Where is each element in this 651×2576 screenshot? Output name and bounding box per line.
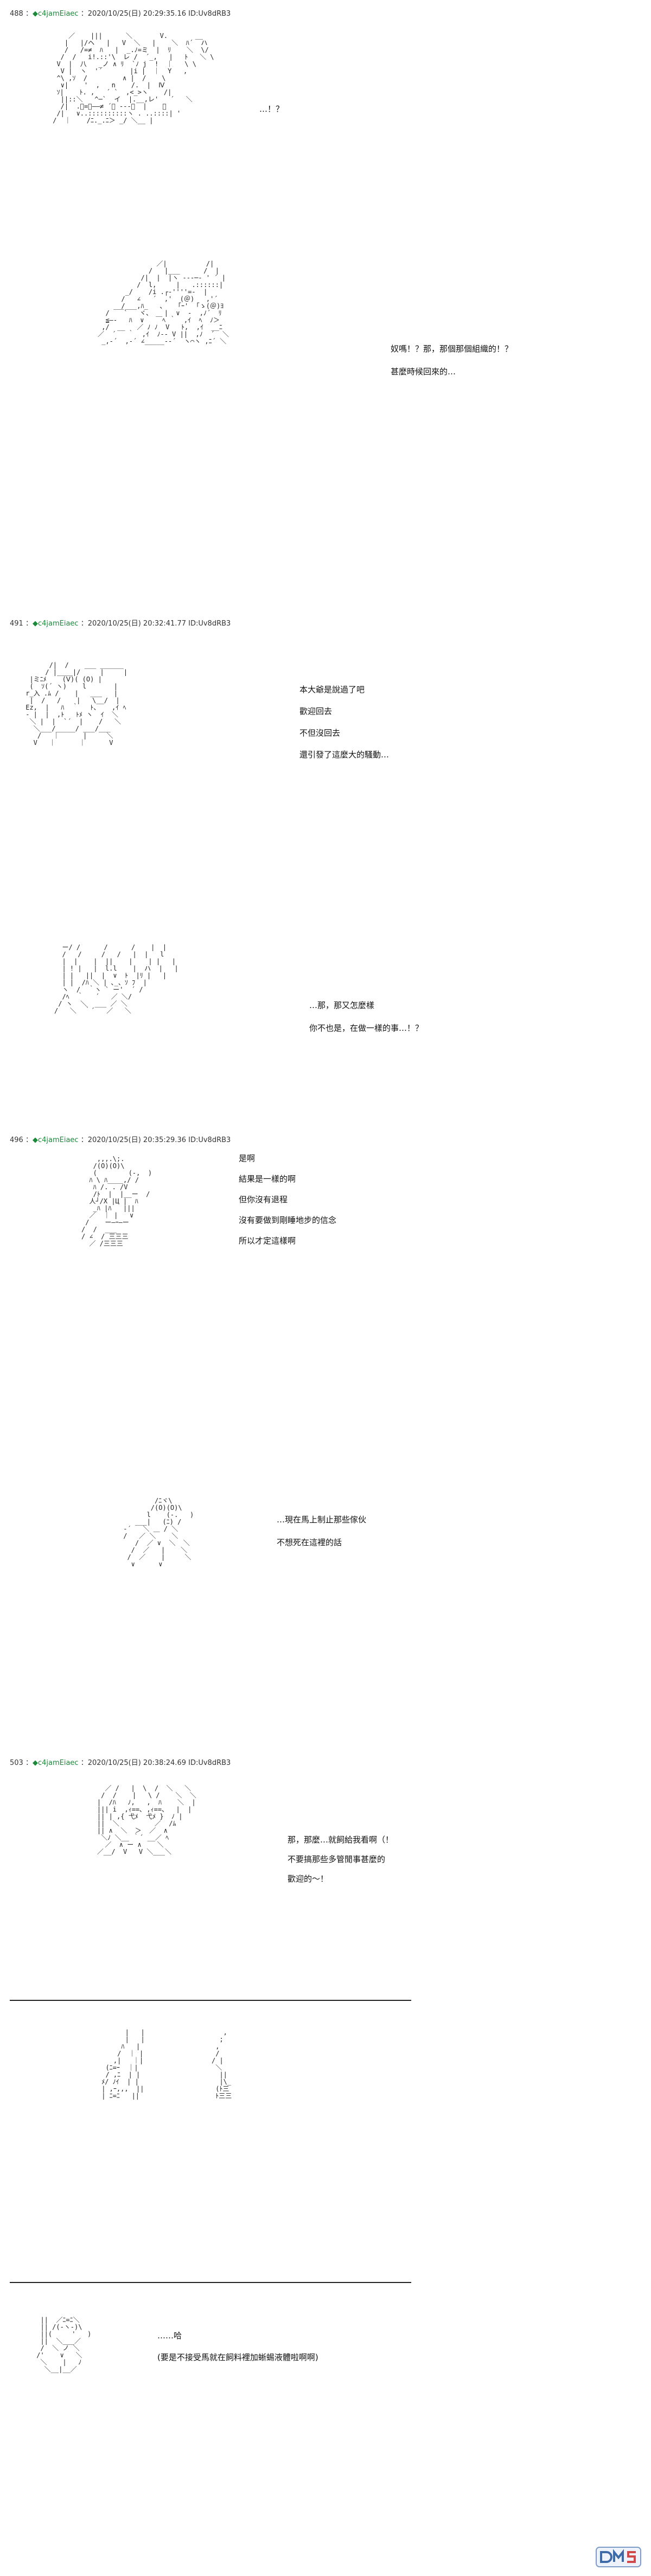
trip-marker: ◆ [32,620,38,628]
post-datetime: 2020/10/25(日) 20:35:29.36 [87,1136,186,1144]
ascii-art-character: || ／ﾆ=ﾆ＼ || /(-ヽ-)\ ||( ' ) || ＼___／ / ＼… [36,2316,92,2373]
dialogue-text: …現在馬上制止那些傢伙 [277,1515,367,1525]
trip-marker: ◆ [32,1759,38,1767]
post-number: 496 [10,1136,23,1144]
dialogue-text: 沒有要做到剛睡地步的信念 [239,1215,337,1225]
site-logo-icon [596,2547,641,2567]
section-divider [10,2282,411,2283]
post-header: 488 ：◆c4jamEiaec ：2020/10/25(日) 20:29:35… [10,10,231,18]
ascii-art-character: ,,,.\;. /(O)(O)\ ( (-, ) ﾊ \ ﾊ____,/ / ﾊ… [81,1155,152,1247]
poster-name-link[interactable]: ◆c4jamEiaec [33,1136,79,1144]
dialogue-text: …！？ [259,104,284,114]
ascii-art-character: ／ ||| ＼ V. __ | |/ヘ | V ＼ | ＼ ﾊ´ ハ / /=≠… [53,32,214,124]
poster-name-link[interactable]: ◆c4jamEiaec [33,1759,79,1767]
dialogue-text: (要是不接受馬就在飼料裡加蜥蜴液體啦啊啊) [157,2352,318,2362]
post-number: 503 [10,1759,23,1767]
post-header: 491 ：◆c4jamEiaec ：2020/10/25(日) 20:32:41… [10,620,231,628]
ascii-art-character: /| / ___ ______ / |____|/ | | |ミﾆﾒ (Ⅴ)( … [25,661,128,747]
post-header: 503 ：◆c4jamEiaec ：2020/10/25(日) 20:38:24… [10,1759,231,1767]
poster-name: c4jamEiaec [37,1759,79,1767]
dialogue-text: 那，那麼…就飼給我看啊（！ [288,1835,394,1845]
dialogue-text: 甚麼時候回來的… [391,367,456,377]
post-number: 488 [10,10,23,18]
post-header: 496 ：◆c4jamEiaec ：2020/10/25(日) 20:35:29… [10,1136,231,1144]
post-id: ID:Uv8dRB3 [188,1759,231,1767]
dialogue-text: 歡迎的～！ [288,1874,329,1884]
poster-name-link[interactable]: ◆c4jamEiaec [33,10,79,18]
poster-name-link[interactable]: ◆c4jamEiaec [33,620,79,628]
trip-marker: ◆ [32,10,38,18]
post-datetime: 2020/10/25(日) 20:32:41.77 [87,620,186,628]
post-id: ID:Uv8dRB3 [188,620,231,628]
ascii-art-character: | | | | ﾊ | / ｜ | ,| ｜| (ﾆ=ｰ ｜| / ,ﾆ | |… [101,2029,145,2100]
dialogue-text: 所以才定這樣啊 [239,1236,296,1246]
poster-name: c4jamEiaec [37,10,79,18]
poster-name: c4jamEiaec [37,620,79,628]
dialogue-text: 還引發了這麼大的騷動… [299,750,390,760]
dialogue-text: 本大爺是說過了吧 [299,685,365,694]
post-id: ID:Uv8dRB3 [188,10,231,18]
dialogue-text: …那，那又怎麼樣 [309,1000,375,1010]
dialogue-text: 你不也是，在做一樣的事…！？ [309,1023,424,1033]
dialogue-text: 是啊 [239,1153,256,1163]
dialogue-text: ……哈 [157,2331,182,2341]
dialogue-text: 但你沒有退程 [239,1195,288,1204]
dialogue-text: 歡迎回去 [299,706,333,716]
dialogue-text: 不想死在這裡的話 [277,1538,342,1547]
post-number: 491 [10,620,23,628]
section-divider [10,2000,411,2001]
dialogue-text: 奴嗎！？那，那個那個組織的！？ [391,344,513,354]
dialogue-text: 不要搞那些多管閒事甚麼的 [288,1854,386,1864]
poster-name: c4jamEiaec [37,1136,79,1144]
post-datetime: 2020/10/25(日) 20:29:35.16 [87,10,186,18]
post-id: ID:Uv8dRB3 [188,1136,231,1144]
ascii-art-character: , ; , / / | ＼ || |\_ (ﾄ三 ﾄ三三 [212,2029,232,2100]
ascii-art-character: ／ / | \ / ＼ ＼ / / | \ / ＼ ＼ | /ﾊ ﾉ, , ﾊ … [97,1784,196,1856]
post-datetime: 2020/10/25(日) 20:38:24.69 [87,1759,186,1767]
ascii-art-character: /ﾆヾ\ /(O)(O)\ l (-. ) ___| (ﾆ) / ‐´ ＼ ＿ … [123,1497,194,1568]
dialogue-text: 結果是一樣的啊 [239,1174,296,1184]
ascii-art-character: ー/ / / / | | / / / / | | l | | | || | | … [54,943,178,1015]
dialogue-text: 不但沒回去 [299,728,341,738]
ascii-art-character: ／| /| / |___ / | /| | |ヽ ‐--─‐ ' ´ | / l… [98,260,229,345]
trip-marker: ◆ [32,1136,38,1144]
